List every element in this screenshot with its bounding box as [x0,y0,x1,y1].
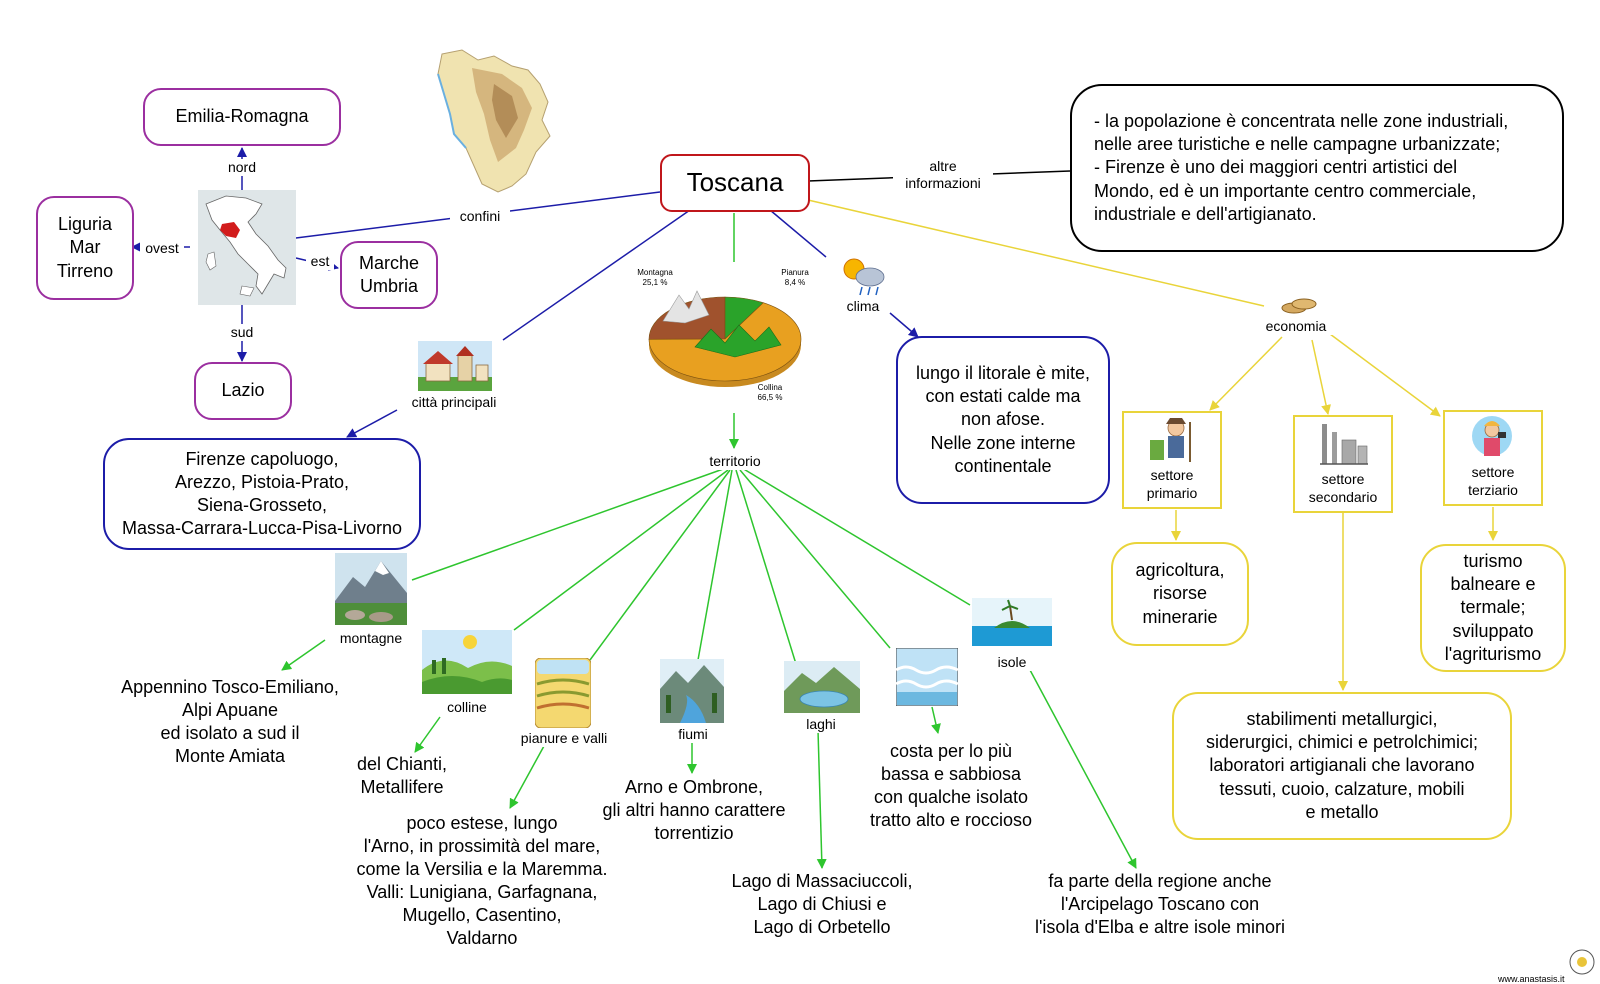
toscana-title: Toscana [686,167,784,198]
lazio-box: Lazio [194,362,292,420]
confini-label: confini [450,208,510,225]
pie-label-pianura: Pianura 8,4 % [781,268,809,287]
pianure-valli-text: poco estese, lungo l'Arno, in prossimità… [356,813,608,949]
pie-slice-collina [648,302,802,382]
altre-informazioni-label: altre informazioni [893,158,993,192]
fiumi-text: Arno e Ombrone, gli altri hanno caratter… [602,777,786,844]
isole-text: fa parte della regione anche l'Arcipelag… [1035,871,1285,938]
isole-label: isole [990,654,1034,671]
settore-primario-text-box: agricoltura, risorse minerarie [1111,542,1249,646]
emilia-romagna-box: Emilia-Romagna [143,88,341,146]
nord-label: nord [222,159,262,176]
mountain-icon [335,553,407,625]
footer-url[interactable]: www.anastasis.it [1498,974,1565,984]
settore-secondario-text: stabilimenti metallurgici, siderurgici, … [1205,709,1479,822]
italy-map-icon [198,190,296,305]
altre-informazioni-text: - la popolazione è concentrata nelle zon… [1094,111,1509,224]
montagne-text: Appennino Tosco-Emiliano, Alpi Apuane ed… [121,677,339,767]
ovest-label: ovest [140,240,184,257]
laghi-text: Lago di Massaciuccoli, Lago di Chiusi e … [731,871,913,938]
liguria-text: Liguria Mar Tirreno [56,214,114,281]
settore-terziario-label: settore terziario [1468,464,1518,499]
citta-principali-box: Firenze capoluogo, Arezzo, Pistoia-Prato… [103,438,421,550]
est-label: est [306,253,334,270]
toscana-node: Toscana [660,154,810,212]
settore-primario-label: settore primario [1146,467,1198,502]
marche-umbria-box: Marche Umbria [340,241,438,309]
coast-icon [896,648,958,706]
altre-informazioni-box: - la popolazione è concentrata nelle zon… [1070,84,1564,252]
hills-icon [422,630,512,694]
plains-icon [535,658,591,728]
marche-umbria-text: Marche Umbria [358,252,420,296]
island-icon [972,598,1052,646]
weather-icon [843,258,885,296]
laghi-label: laghi [796,716,846,733]
costa-text: costa per lo più bassa e sabbiosa con qu… [869,741,1033,831]
lake-icon [784,661,860,713]
emilia-romagna-text: Emilia-Romagna [175,106,309,127]
farmer-icon [1150,418,1191,462]
citta-principali-label: città principali [398,394,510,411]
clima-box: lungo il litorale è mite, con estati cal… [896,336,1110,504]
logo-icon [1569,949,1595,975]
clima-label: clima [840,298,886,315]
colline-label: colline [432,699,502,716]
pie-label-collina: Collina 66,5 % [757,383,783,402]
citta-principali-text: Firenze capoluogo, Arezzo, Pistoia-Prato… [121,448,403,539]
factory-icon [1320,424,1368,465]
montagne-label: montagne [328,630,414,647]
territorio-pie-chart [648,290,802,387]
tourist-icon [1472,416,1512,456]
coins-icon [1281,298,1317,314]
settore-primario-text: agricoltura, risorse minerarie [1135,560,1225,627]
economia-label: economia [1256,318,1336,335]
liguria-box: Liguria Mar Tirreno [36,196,134,300]
settore-secondario-text-box: stabilimenti metallurgici, siderurgici, … [1172,692,1512,840]
lazio-text: Lazio [221,380,265,401]
settore-terziario-text-box: turismo balneare e termale; sviluppato l… [1420,544,1566,672]
colline-text: del Chianti, Metallifere [356,754,448,798]
pie-label-montagna: Montagna 25,1 % [637,268,673,287]
fiumi-label: fiumi [668,726,718,743]
territorio-label: territorio [698,453,772,470]
settore-secondario-label: settore secondario [1308,471,1378,506]
sud-label: sud [226,324,258,341]
town-icon [418,341,492,391]
river-icon [660,659,724,723]
tuscany-map-icon [437,49,551,193]
clima-text: lungo il litorale è mite, con estati cal… [915,363,1091,476]
settore-terziario-text: turismo balneare e termale; sviluppato l… [1444,551,1542,664]
pianure-valli-label: pianure e valli [508,730,620,747]
